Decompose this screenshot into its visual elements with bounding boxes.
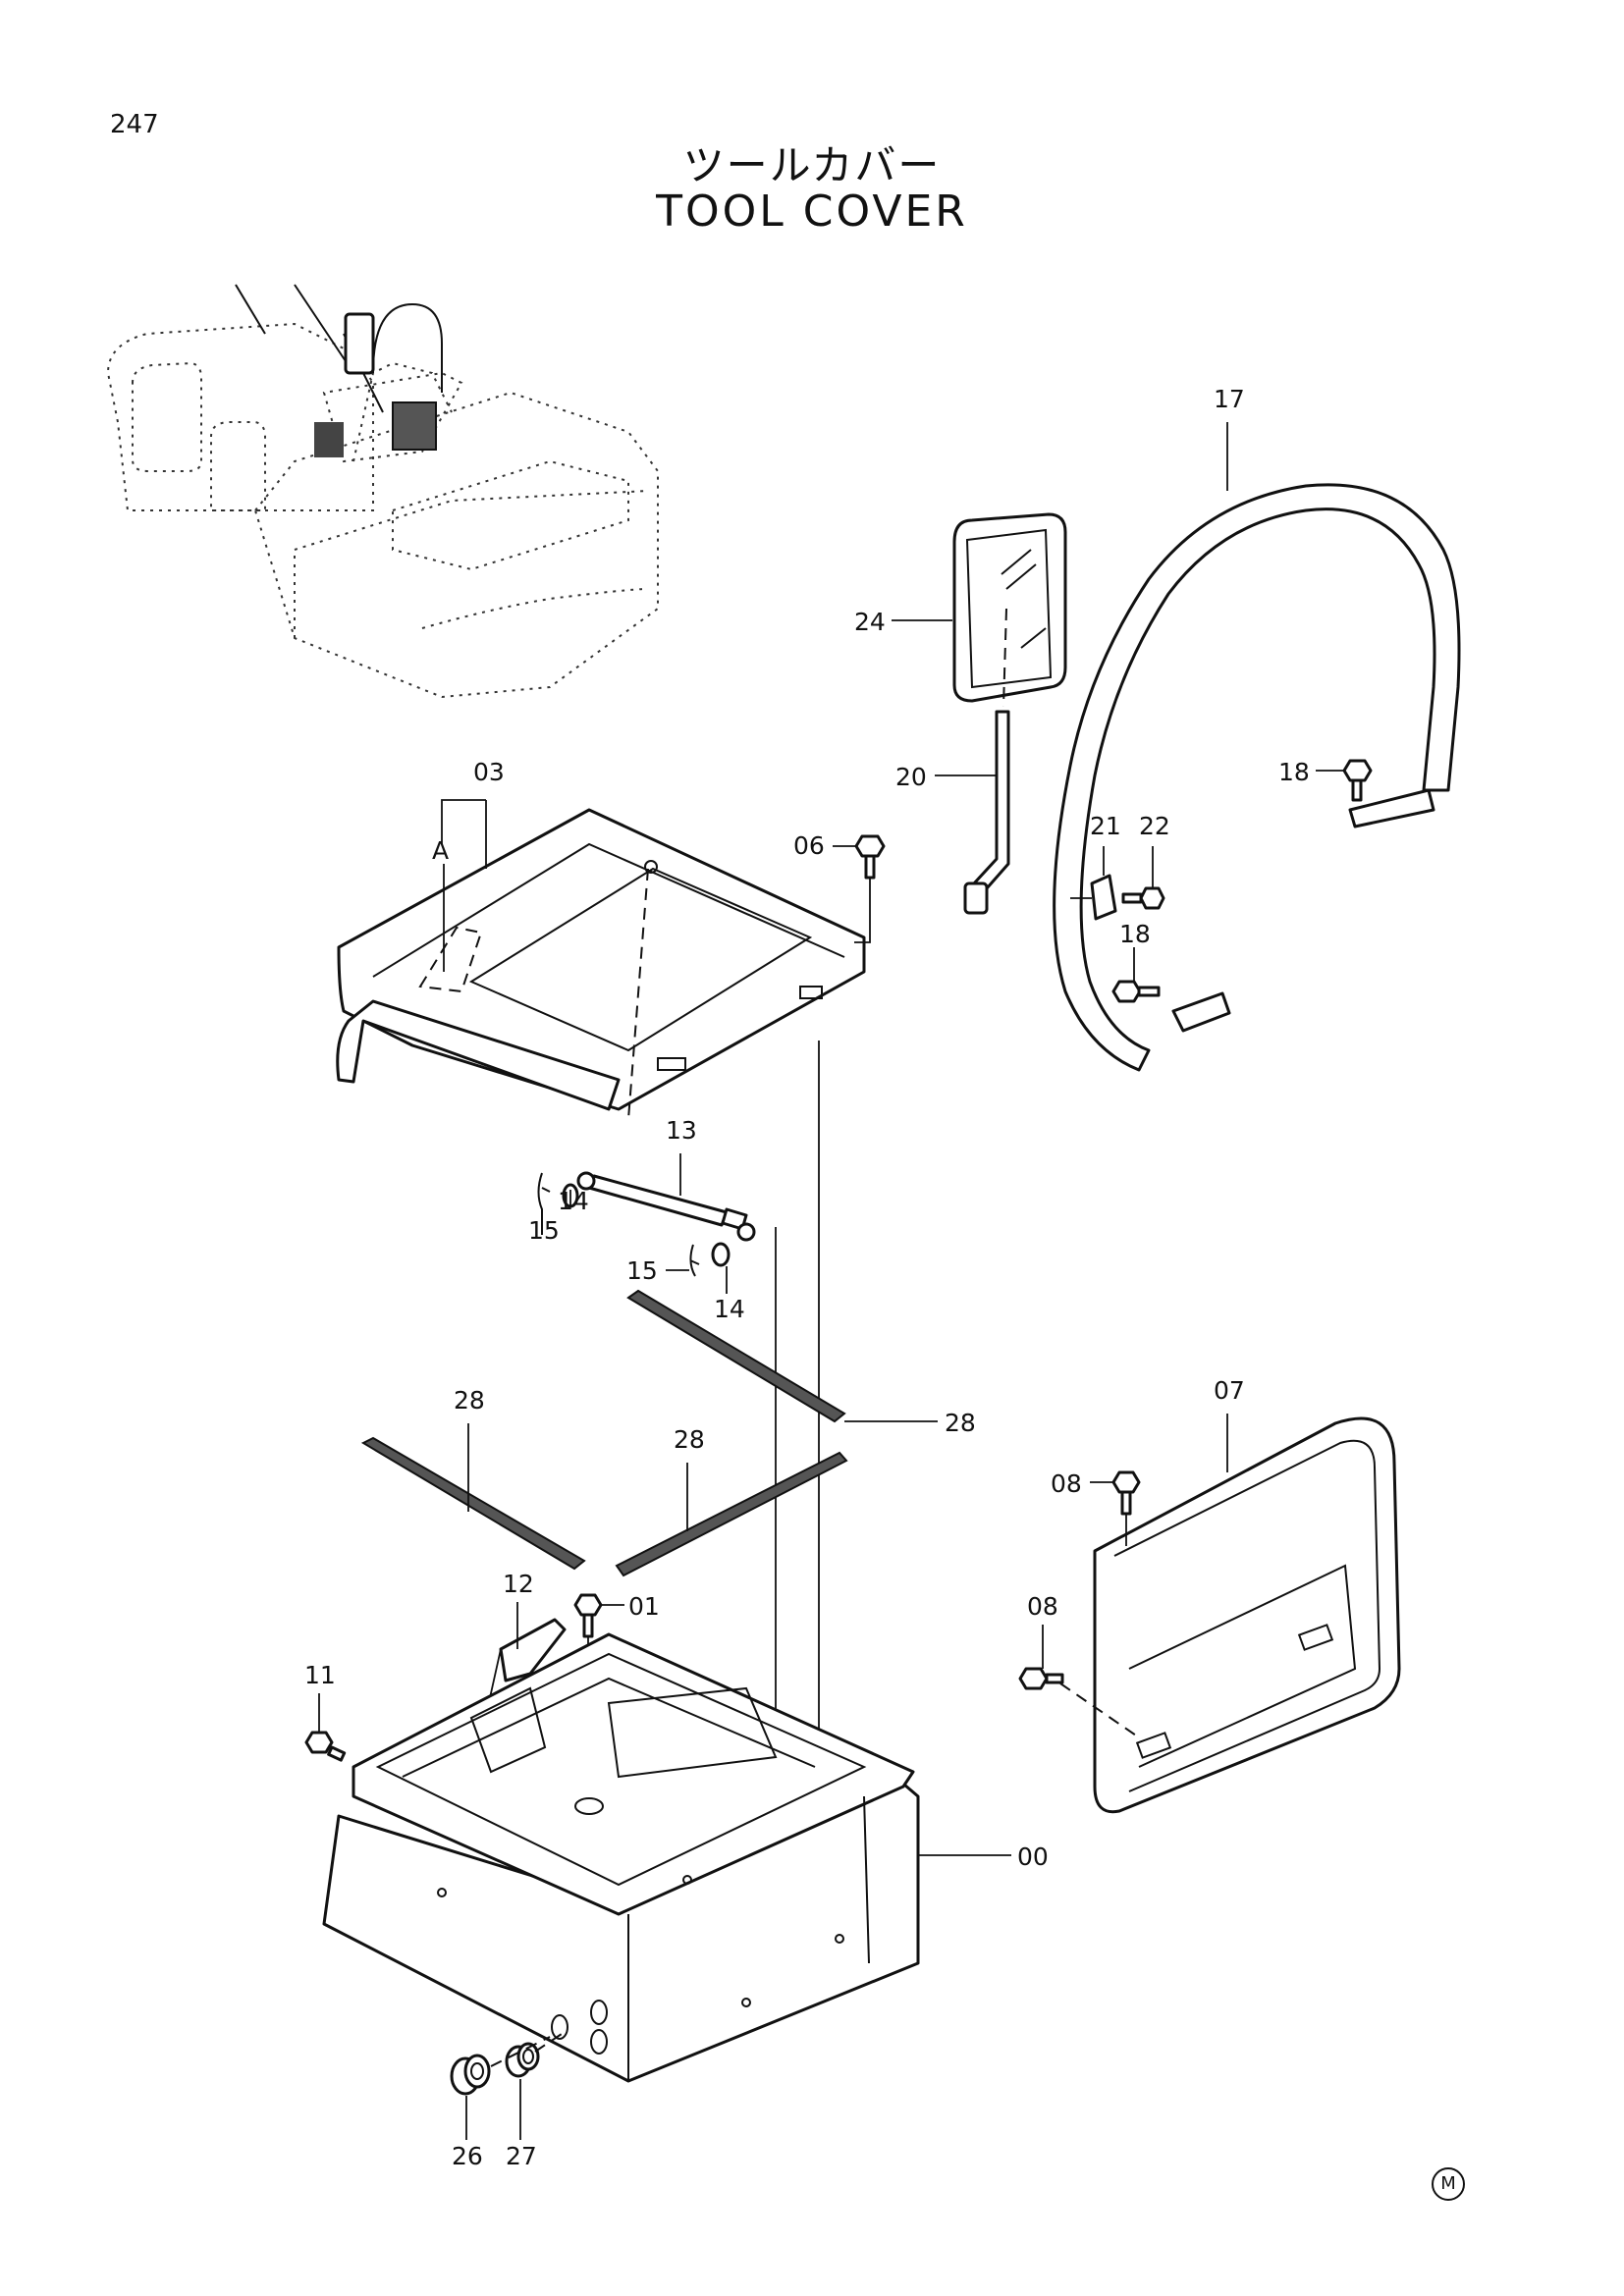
title-japanese: ツールカバー bbox=[682, 141, 942, 189]
label-part-03: 03 bbox=[473, 758, 505, 786]
part-20-mirror-stay bbox=[963, 710, 1010, 915]
label-part-27: 27 bbox=[506, 2142, 537, 2170]
part-28-rubber-strip-middle bbox=[615, 1451, 848, 1577]
label-part-00: 00 bbox=[1017, 1842, 1049, 1871]
grommet-alignment-lines bbox=[490, 2031, 566, 2067]
label-part-21: 21 bbox=[1090, 812, 1121, 840]
title-english: TOOL COVER bbox=[656, 187, 968, 237]
part-08-bolt-icon-upper bbox=[1111, 1470, 1141, 1516]
label-part-20: 20 bbox=[895, 763, 927, 791]
part-03-leader bbox=[441, 799, 487, 869]
part-06-leader bbox=[833, 845, 871, 943]
label-part-18-upper: 18 bbox=[1278, 758, 1310, 786]
label-part-24: 24 bbox=[854, 608, 886, 636]
label-part-15-lower: 15 bbox=[626, 1256, 658, 1285]
label-part-15-upper: 15 bbox=[528, 1216, 560, 1245]
label-part-17: 17 bbox=[1214, 385, 1245, 413]
label-part-11: 11 bbox=[304, 1661, 336, 1689]
label-part-18-lower: 18 bbox=[1119, 920, 1151, 948]
part-15-pin-icon-lower bbox=[689, 1244, 700, 1277]
label-part-26: 26 bbox=[452, 2142, 483, 2170]
part-22-bolt-icon bbox=[1121, 886, 1165, 910]
label-part-14-lower: 14 bbox=[714, 1295, 745, 1323]
label-part-13: 13 bbox=[666, 1116, 697, 1145]
part-15-pin-icon bbox=[537, 1172, 551, 1235]
part-21-leader bbox=[1070, 846, 1105, 899]
part-12-latch bbox=[499, 1618, 567, 1682]
part-17-handrail bbox=[1053, 483, 1461, 1072]
part-18-bolt-icon-lower bbox=[1111, 980, 1161, 1003]
part-24-mirror bbox=[952, 512, 1067, 708]
part-21-plate bbox=[1090, 874, 1117, 921]
label-part-28-left: 28 bbox=[454, 1386, 485, 1415]
label-part-28-middle: 28 bbox=[674, 1425, 705, 1454]
m-marker-icon: M bbox=[1432, 2167, 1465, 2201]
part-14-washer-icon-lower bbox=[711, 1242, 731, 1267]
label-part-08-lower: 08 bbox=[1027, 1592, 1058, 1621]
part-00-tool-box bbox=[322, 1632, 920, 2083]
part-07-side-door bbox=[1059, 1416, 1401, 1814]
label-part-06: 06 bbox=[793, 831, 825, 860]
label-part-28-right: 28 bbox=[945, 1409, 976, 1437]
label-part-08-upper: 08 bbox=[1051, 1469, 1082, 1498]
part-11-bolt-icon bbox=[304, 1731, 347, 1762]
part-01-bolt-icon bbox=[573, 1593, 603, 1638]
machine-overview-illustration bbox=[106, 284, 659, 699]
label-part-07: 07 bbox=[1214, 1376, 1245, 1405]
part-28-rubber-strip-left bbox=[360, 1436, 586, 1571]
part-08a-leader bbox=[1090, 1481, 1127, 1546]
part-18-bolt-icon bbox=[1342, 759, 1373, 802]
page-number: 247 bbox=[110, 110, 159, 139]
label-part-12: 12 bbox=[503, 1570, 534, 1598]
part-13-gas-spring bbox=[576, 1171, 756, 1242]
label-part-14-upper: 14 bbox=[558, 1187, 589, 1215]
part-28-rubber-strip-upper bbox=[626, 1289, 846, 1423]
part-26-grommet-icon bbox=[450, 2054, 491, 2096]
label-part-01: 01 bbox=[628, 1592, 660, 1621]
part-27-grommet-icon bbox=[505, 2042, 540, 2078]
part-08-bolt-icon-lower bbox=[1018, 1667, 1064, 1690]
alignment-lines bbox=[775, 1041, 820, 1796]
part-03-top-cover bbox=[336, 808, 866, 1120]
part-06-bolt-icon bbox=[854, 834, 886, 880]
label-part-22: 22 bbox=[1139, 812, 1170, 840]
label-detail-a: A bbox=[432, 836, 449, 865]
